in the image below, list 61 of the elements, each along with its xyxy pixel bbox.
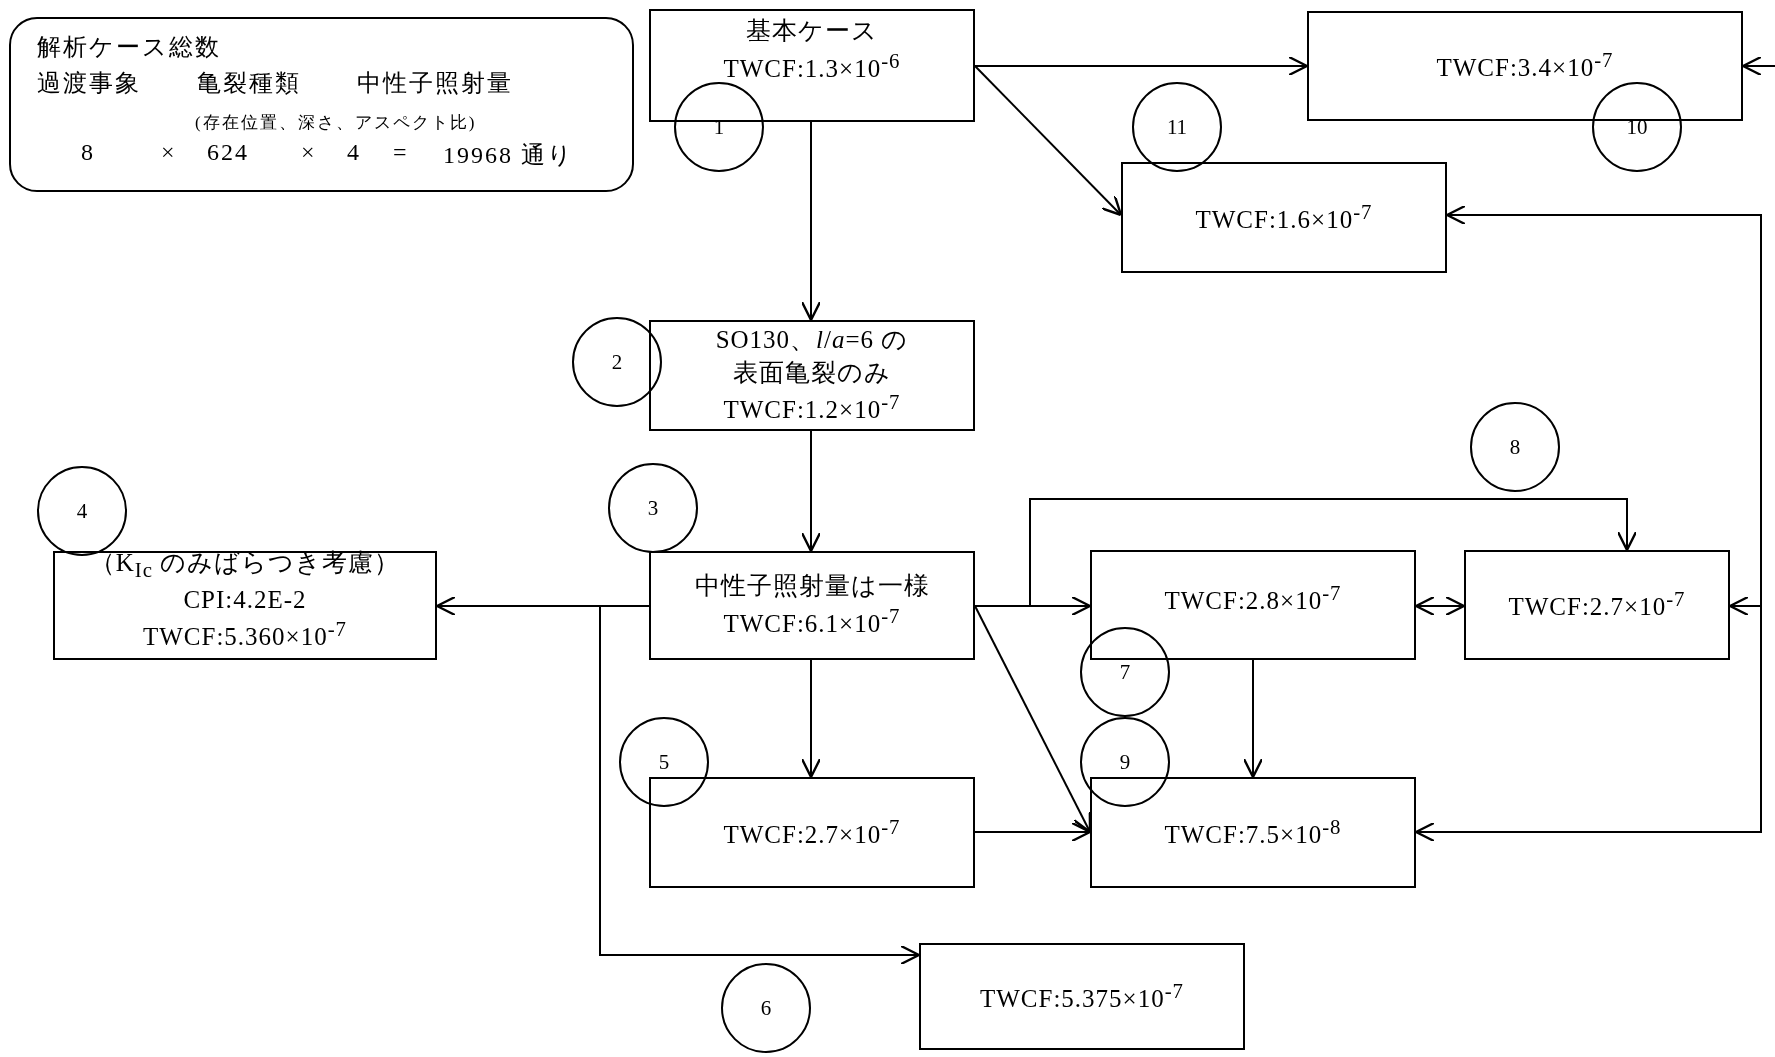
arrow: [974, 55, 1309, 77]
callout-number: 7: [1119, 659, 1131, 685]
callout-number: 5: [658, 749, 670, 775]
process-box: [1464, 550, 1730, 660]
callout-circle: [1470, 402, 1560, 492]
callout-number: 9: [1119, 749, 1131, 775]
box-text: TWCF:5.375×10$^{-7}$: [979, 977, 1185, 1014]
process-box: [919, 943, 1245, 1050]
note-text: (存在位置、深さ、アスペクト比): [195, 112, 477, 134]
callout-circle: [1080, 627, 1170, 717]
process-box: [1307, 11, 1743, 121]
box-text: TWCF:5.360×10$^{-7}$: [142, 616, 348, 653]
note-text: 解析ケース総数: [37, 33, 221, 62]
note-text: 中性子照射量: [357, 69, 513, 98]
box-text: TWCF:3.4×10$^{-7}$: [1436, 47, 1614, 84]
note-text: 過渡事象: [37, 69, 141, 98]
box-text: TWCF:6.1×10$^{-7}$: [723, 602, 901, 640]
arrow: [974, 65, 1123, 217]
note-text: 8: [81, 139, 95, 166]
process-box: [1121, 162, 1447, 273]
callout-circle: [1592, 82, 1682, 172]
box-text: TWCF:1.2×10$^{-7}$: [723, 389, 901, 426]
process-box: [1090, 777, 1416, 888]
box-text: CPI:4.2E-2: [183, 584, 307, 615]
note-text: =: [393, 139, 409, 166]
arrow: [1242, 659, 1264, 779]
process-box: [53, 551, 437, 660]
process-box: [649, 777, 975, 888]
process-box: [1090, 550, 1416, 660]
box-text: 中性子照射量は一様: [694, 571, 930, 602]
callout-number: 3: [647, 495, 659, 521]
callout-number: 2: [611, 349, 623, 375]
box-text: 表面亀裂のみ: [733, 357, 891, 388]
arrow: [974, 821, 1092, 843]
note-text: ×: [301, 139, 317, 166]
callout-number: 11: [1166, 114, 1188, 140]
note-text: 624: [207, 139, 249, 166]
callout-number: 8: [1509, 434, 1521, 460]
note-text: 4: [347, 139, 361, 166]
arrow: [599, 605, 921, 966]
arrow: [800, 430, 822, 553]
box-text: TWCF:1.6×10$^{-7}$: [1195, 198, 1373, 235]
note-text: 亀裂種類: [197, 69, 301, 98]
box-text: TWCF:7.5×10$^{-8}$: [1164, 813, 1342, 850]
box-text: TWCF:2.7×10$^{-7}$: [1508, 586, 1686, 623]
callout-number: 4: [76, 498, 88, 524]
note-text: ×: [161, 139, 177, 166]
note-text: 19968 通り: [443, 141, 574, 170]
note-box: [9, 17, 634, 192]
process-box: [649, 551, 975, 660]
box-text: 基本ケース: [746, 16, 878, 46]
process-box: [649, 9, 975, 122]
callout-circle: [674, 82, 764, 172]
box-text: SO130、l/a=6 の: [715, 325, 909, 356]
box-text: TWCF:2.8×10$^{-7}$: [1164, 580, 1342, 617]
callout-number: 6: [760, 995, 772, 1021]
arrow: [800, 659, 822, 779]
box-text: TWCF:1.3×10$^{-6}$: [723, 47, 901, 84]
arrow: [800, 121, 822, 322]
box-text: TWCF:2.7×10$^{-7}$: [723, 813, 901, 850]
process-box: [649, 320, 975, 431]
